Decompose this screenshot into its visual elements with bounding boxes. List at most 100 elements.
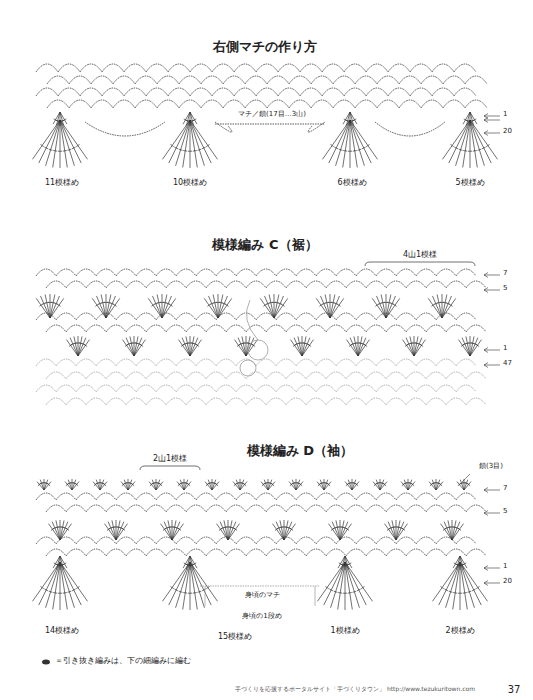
chart-stroke	[36, 269, 476, 276]
chart-stroke	[468, 151, 472, 152]
chart-stroke	[70, 338, 78, 356]
chart-stroke	[112, 520, 116, 540]
chart-stroke	[58, 151, 62, 152]
yarn-ball	[248, 340, 268, 360]
chart-stroke	[473, 150, 477, 152]
chart-stroke	[330, 144, 333, 146]
chart-label: 2山1模様	[152, 454, 188, 463]
chart-stroke	[54, 119, 57, 121]
chart-stroke	[439, 483, 442, 486]
chart-stroke	[172, 524, 183, 540]
chart-stroke	[46, 505, 486, 512]
chart-stroke	[193, 150, 197, 152]
chart-stroke	[402, 528, 405, 530]
chart-stroke	[36, 313, 476, 320]
chart-stroke	[345, 562, 373, 601]
chart-stroke	[338, 556, 345, 568]
chart-stroke	[182, 338, 190, 356]
chart-stroke	[484, 120, 500, 121]
chart-stroke	[243, 483, 246, 486]
chart-stroke	[76, 586, 79, 588]
chart-stroke	[460, 480, 464, 490]
chart-stroke	[53, 556, 60, 568]
chart-stroke	[484, 568, 500, 569]
chart-stroke	[44, 482, 51, 490]
chart-stroke	[32, 120, 60, 159]
chart-stroke	[44, 480, 48, 490]
chart-stroke	[482, 147, 486, 149]
chart-stroke	[186, 556, 190, 570]
chart-stroke	[152, 296, 162, 318]
chart-stroke	[122, 528, 125, 530]
chart-stroke	[197, 149, 201, 150]
chart-stroke	[460, 562, 474, 608]
chart-stroke	[53, 592, 57, 594]
chart-stroke	[350, 120, 357, 167]
chart-stroke	[58, 593, 62, 594]
chart-stroke	[190, 112, 194, 126]
chart-stroke	[46, 562, 60, 608]
chart-stroke	[190, 556, 197, 568]
chart-stroke	[170, 144, 173, 146]
chart-stroke	[190, 120, 191, 168]
chart-stroke	[208, 296, 218, 318]
chart-stroke	[124, 480, 128, 490]
chart-stroke	[268, 480, 272, 490]
chart-stroke	[346, 112, 350, 126]
chart-stroke	[32, 562, 60, 601]
chart-stroke	[456, 120, 470, 166]
chart-stroke	[187, 483, 190, 486]
chart-stroke	[131, 483, 134, 486]
chart-stroke	[376, 296, 386, 318]
chart-label: 6模様め	[336, 178, 367, 187]
chart-stroke	[72, 147, 76, 149]
chart-stroke	[484, 133, 500, 134]
chart-stroke	[466, 112, 470, 126]
row-number: 1	[502, 562, 508, 570]
chart-stroke	[344, 119, 347, 121]
chart-stroke	[393, 304, 396, 306]
legend-text: ＝引き抜き編みは、下の細編みに編む	[54, 656, 192, 665]
chart-stroke	[320, 480, 324, 490]
chart-stroke	[186, 112, 190, 126]
chart-stroke	[294, 338, 302, 356]
chart-stroke	[343, 593, 347, 594]
chart-stroke	[436, 482, 443, 490]
chart-stroke	[126, 338, 134, 356]
chart-stroke	[74, 336, 78, 356]
chart-stroke	[188, 593, 192, 594]
chart-stroke	[458, 528, 461, 530]
chart-stroke	[350, 120, 364, 166]
chart-stroke	[484, 290, 500, 291]
chart-stroke	[464, 480, 468, 490]
chart-stroke	[484, 131, 488, 136]
chart-stroke	[464, 482, 471, 490]
chart-stroke	[46, 120, 60, 166]
chart-stroke	[183, 592, 187, 594]
chart-stroke	[467, 483, 470, 486]
chart-stroke	[276, 522, 284, 540]
chart-stroke	[432, 562, 460, 601]
chart-stroke	[484, 490, 500, 491]
chart-stroke	[484, 363, 488, 368]
chart-stroke	[454, 563, 457, 565]
chart-stroke	[49, 149, 53, 150]
chart-stroke	[338, 592, 342, 594]
chart-stroke	[388, 522, 396, 540]
chart-stroke	[46, 398, 486, 405]
chart-stroke	[176, 562, 190, 608]
chart-stroke	[47, 483, 50, 486]
chart-stroke	[60, 556, 67, 568]
chart-stroke	[296, 480, 300, 490]
section-heading: 模様編み C（裾）	[211, 238, 318, 253]
yarn-ball	[240, 360, 256, 376]
row-number: 20	[502, 577, 513, 585]
chart-stroke	[446, 562, 460, 608]
chart-stroke	[470, 120, 498, 159]
chart-stroke	[444, 522, 452, 540]
chart-stroke	[484, 116, 500, 117]
chart-stroke	[408, 480, 412, 490]
chart-stroke	[336, 520, 340, 540]
chart-stroke	[470, 112, 477, 124]
chart-stroke	[463, 150, 467, 152]
